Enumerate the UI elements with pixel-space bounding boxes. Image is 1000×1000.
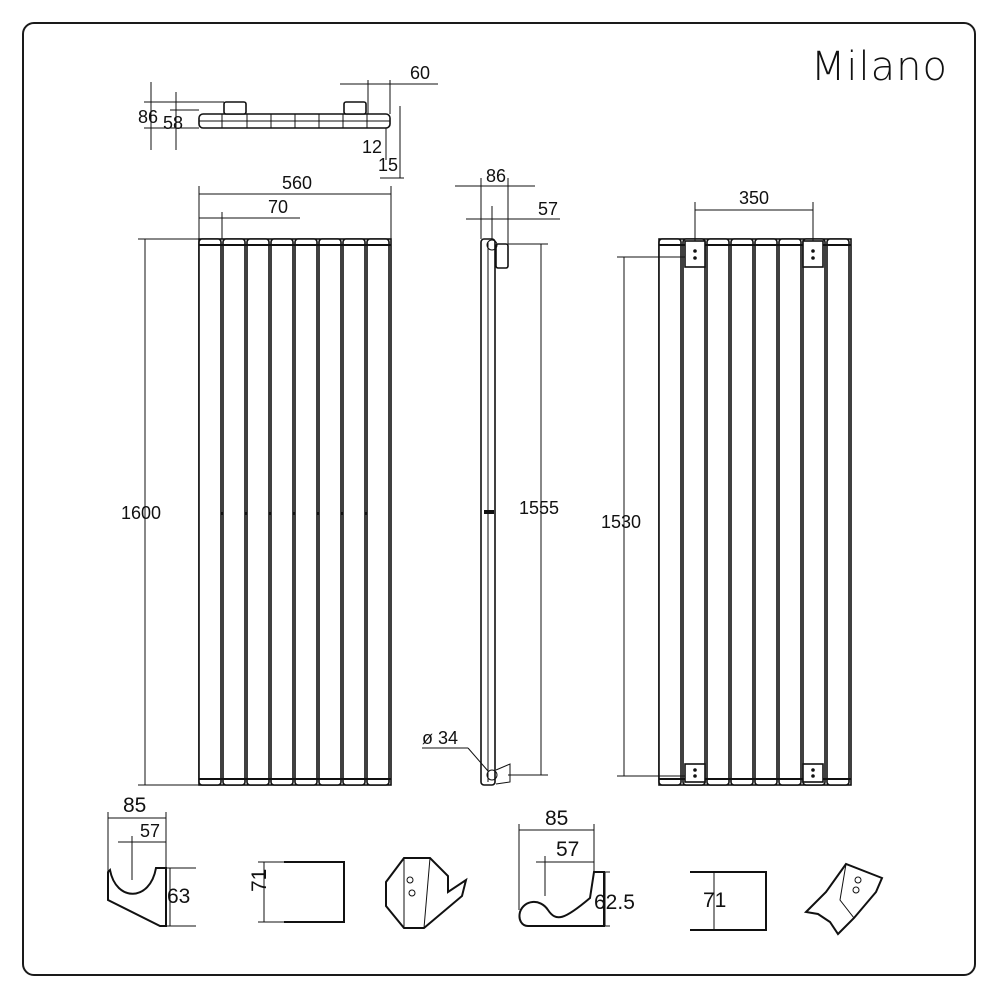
top-view: 60 86 58 12 15 bbox=[138, 63, 438, 179]
bracket-a-depth: 85 bbox=[123, 794, 146, 817]
dim-side-pipe-diameter: ø 34 bbox=[422, 728, 458, 748]
bracket-b-iso bbox=[803, 862, 884, 936]
dim-front-panel-width: 70 bbox=[268, 197, 288, 217]
bracket-detail-b: 85 57 62.5 71 bbox=[518, 807, 884, 936]
dim-side-wall-gap: 57 bbox=[538, 199, 558, 219]
bracket-b-profile bbox=[518, 871, 605, 927]
bracket-b-front bbox=[690, 871, 767, 931]
bracket-b-depth: 85 bbox=[545, 807, 568, 830]
dim-top-offset: 60 bbox=[410, 63, 430, 83]
dim-back-bracket-spacing: 350 bbox=[739, 188, 769, 208]
back-view-brackets bbox=[684, 240, 824, 783]
bracket-b-offset: 57 bbox=[556, 838, 579, 861]
dim-side-depth: 86 bbox=[486, 166, 506, 186]
dim-side-pipe-spacing: 1555 bbox=[519, 498, 559, 518]
front-view: 560 70 1600 bbox=[121, 173, 392, 786]
dim-top-clear-a: 12 bbox=[362, 137, 382, 157]
bracket-b-height: 62.5 bbox=[594, 891, 635, 914]
bracket-a-offset: 57 bbox=[140, 821, 160, 841]
back-view: 350 1530 bbox=[601, 188, 852, 786]
back-view-panels bbox=[658, 238, 850, 786]
bracket-a-width: 71 bbox=[248, 869, 271, 892]
bracket-a-profile bbox=[107, 867, 167, 927]
dim-front-height: 1600 bbox=[121, 503, 161, 523]
bracket-a-height: 63 bbox=[167, 885, 190, 908]
dim-front-width: 560 bbox=[282, 173, 312, 193]
bracket-a-front bbox=[284, 861, 345, 923]
drawing-frame bbox=[22, 22, 976, 976]
dim-top-depth-total: 86 bbox=[138, 107, 158, 127]
side-view-bracket-top bbox=[495, 243, 509, 269]
bracket-detail-a: 85 57 63 71 bbox=[107, 794, 468, 929]
top-view-connector-left bbox=[223, 101, 247, 115]
dim-back-bracket-height: 1530 bbox=[601, 512, 641, 532]
bracket-a-iso bbox=[385, 857, 468, 929]
bracket-b-width: 71 bbox=[703, 889, 726, 912]
side-view-bracket-bottom bbox=[495, 763, 511, 785]
side-view: 86 57 1555 ø 34 bbox=[422, 166, 560, 786]
dim-top-depth-inner: 58 bbox=[163, 113, 183, 133]
dim-top-clear-b: 15 bbox=[378, 155, 398, 175]
front-view-panels bbox=[198, 238, 390, 786]
product-title: Milano bbox=[810, 44, 948, 90]
top-view-connector-right bbox=[343, 101, 367, 115]
